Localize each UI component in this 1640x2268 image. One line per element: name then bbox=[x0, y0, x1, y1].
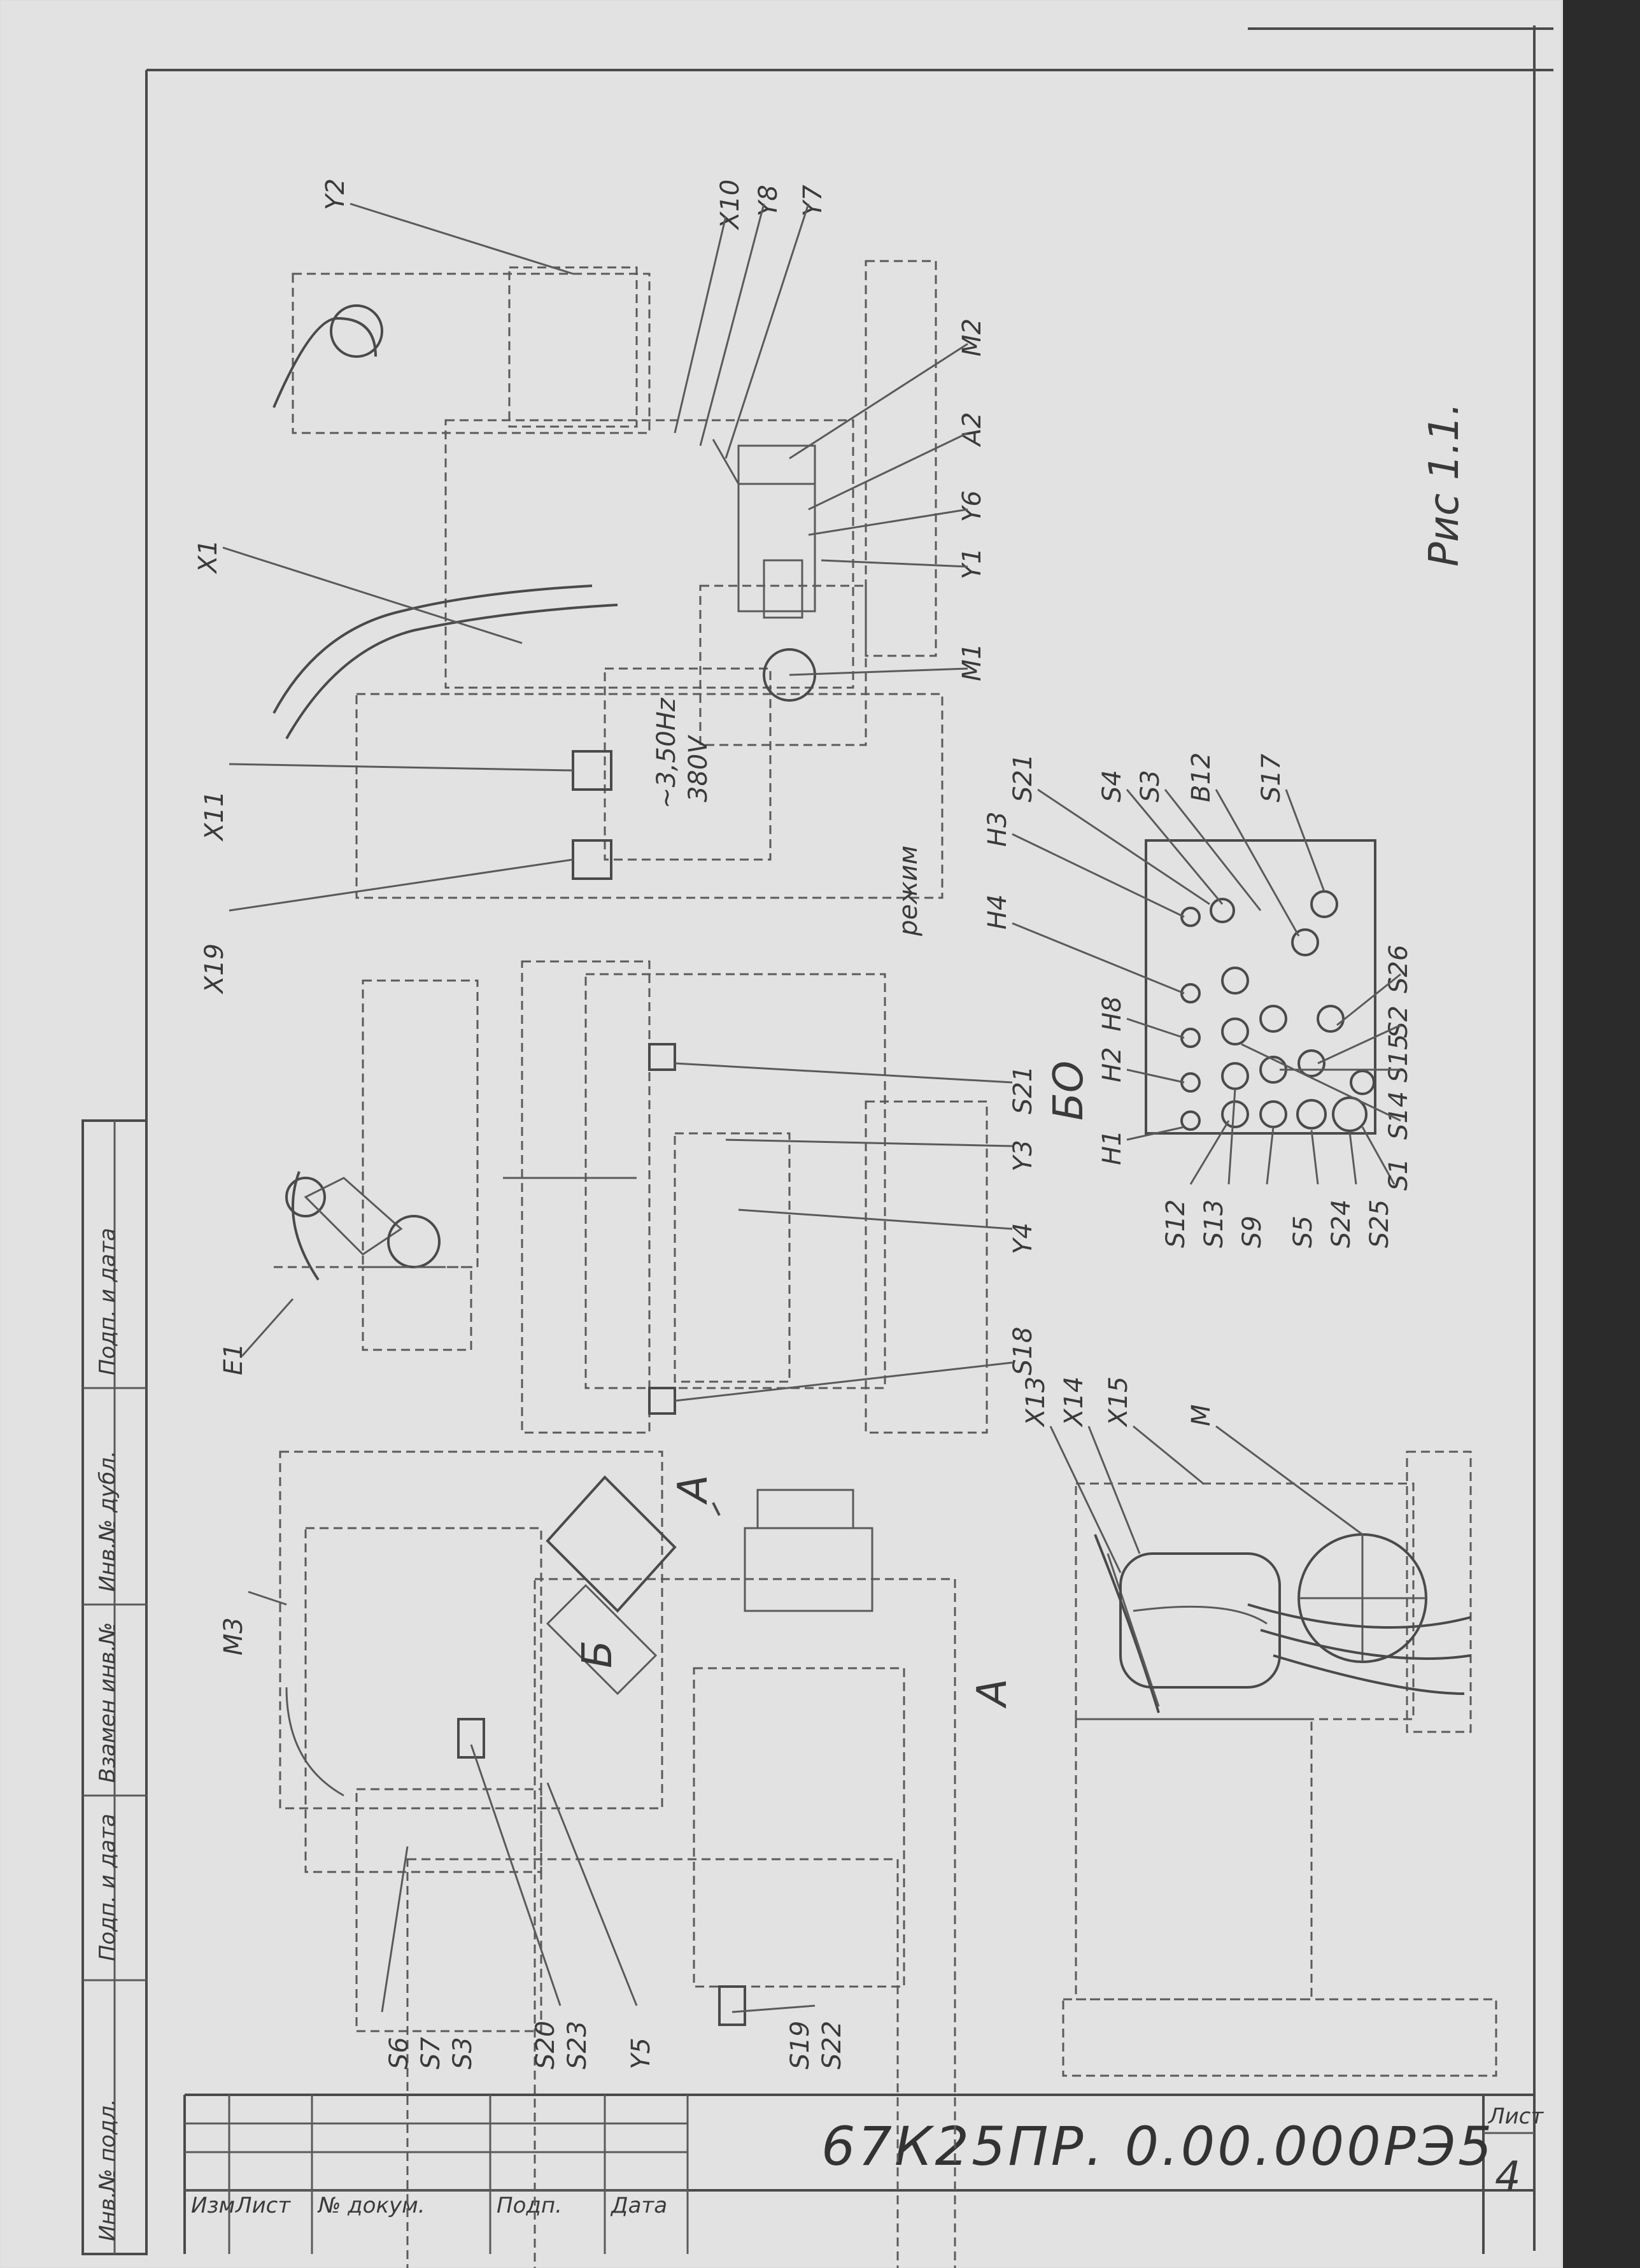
panel-name: БО bbox=[1045, 1061, 1092, 1121]
label-h2: H2 bbox=[1098, 1047, 1127, 1082]
label-h1: H1 bbox=[1098, 1130, 1127, 1165]
label-s1: S1 bbox=[1384, 1158, 1413, 1191]
label-y4: Y4 bbox=[1008, 1223, 1038, 1254]
label-s9: S9 bbox=[1238, 1216, 1267, 1248]
margin-label-1: Инв.№ подл. bbox=[95, 2099, 120, 2241]
label-s3: S3 bbox=[1136, 770, 1165, 802]
label-m3: M3 bbox=[219, 1617, 248, 1655]
label-x14: X14 bbox=[1059, 1377, 1089, 1428]
label-b12: B12 bbox=[1187, 753, 1216, 802]
label-h4: H4 bbox=[983, 894, 1012, 930]
scan-edge bbox=[1563, 0, 1640, 2268]
label-s23: S23 bbox=[563, 2021, 592, 2069]
voltage-label-2: 380V bbox=[684, 735, 713, 802]
label-x11: X11 bbox=[200, 791, 229, 842]
title-block: Изм Лист № докум. Подп. Дата 67К25ПР. 0.… bbox=[183, 2094, 1544, 2254]
label-s25: S25 bbox=[1365, 1200, 1394, 1248]
label-s3a: S3 bbox=[448, 2037, 477, 2069]
label-e1: E1 bbox=[219, 1343, 248, 1375]
label-x15: X15 bbox=[1104, 1377, 1133, 1428]
margin-label-5: Подп. и дата bbox=[95, 1228, 120, 1375]
label-a2: A2 bbox=[958, 412, 987, 448]
button-s1 bbox=[1350, 1070, 1375, 1095]
label-h8: H8 bbox=[1098, 996, 1127, 1031]
label-s6: S6 bbox=[385, 2037, 414, 2069]
label-s13: S13 bbox=[1199, 1200, 1229, 1248]
indicator-h4 bbox=[1180, 983, 1201, 1003]
label-m1: M1 bbox=[958, 643, 987, 681]
margin-label-4: Инв.№ дубл. bbox=[95, 1450, 120, 1592]
sheet-number: 4 bbox=[1495, 2153, 1521, 2201]
button-s14 bbox=[1221, 1017, 1249, 1045]
label-h3: H3 bbox=[983, 811, 1012, 847]
indicator-h3 bbox=[1180, 907, 1201, 927]
label-x10: X10 bbox=[716, 180, 745, 230]
label-s12: S12 bbox=[1161, 1200, 1191, 1248]
label-s18: S18 bbox=[1008, 1327, 1038, 1375]
label-s21a: S21 bbox=[1008, 1066, 1038, 1114]
margin-label-3: Взамен инв.№ bbox=[95, 1622, 120, 1783]
label-y5: Y5 bbox=[626, 2038, 656, 2069]
label-s5: S5 bbox=[1289, 1216, 1318, 1248]
label-x1: X1 bbox=[194, 539, 223, 574]
control-panel-bo: БО режим H1 H2 H8 H4 H3 bbox=[894, 753, 1413, 1248]
label-s26: S26 bbox=[1384, 945, 1413, 993]
document-code: 67К25ПР. 0.00.000РЭ5 bbox=[821, 2115, 1494, 2178]
title-cell-3: № докум. bbox=[317, 2193, 425, 2218]
figure-caption: Рис 1.1. bbox=[1421, 402, 1468, 567]
button-s5 bbox=[1296, 1099, 1327, 1130]
view-a-machine: А Б А M3 S6 S7 S3 S20 S23 Y5 S19 S22 bbox=[219, 1450, 1016, 2268]
label-s20: S20 bbox=[531, 2021, 560, 2069]
margin-label-2: Подп. и дата bbox=[95, 1813, 120, 1961]
view-a-label: А bbox=[969, 1678, 1016, 1709]
label-s21: S21 bbox=[1008, 754, 1038, 802]
label-s4: S4 bbox=[1098, 770, 1127, 802]
view-a-arrow-label: А bbox=[670, 1475, 717, 1505]
label-m: M bbox=[1187, 1404, 1216, 1426]
title-cell-4: Подп. bbox=[497, 2193, 562, 2218]
label-s2: S2 bbox=[1384, 1005, 1413, 1038]
button-s21 bbox=[1221, 967, 1249, 995]
view-b-label: Б bbox=[574, 1640, 621, 1668]
button-s2 bbox=[1297, 1049, 1325, 1077]
left-margin-strip: Инв.№ подл. Подп. и дата Взамен инв.№ Ин… bbox=[81, 1119, 148, 2255]
label-s19: S19 bbox=[786, 2021, 815, 2069]
button-s4 bbox=[1210, 898, 1235, 923]
label-y3: Y3 bbox=[1008, 1140, 1038, 1172]
title-cell-2: Лист bbox=[234, 2193, 291, 2218]
label-s24: S24 bbox=[1327, 1200, 1356, 1248]
label-y7: Y7 bbox=[798, 185, 828, 216]
table-slide: E1 S18 Y4 Y3 S21 bbox=[219, 960, 1038, 1434]
cabinet-view: ~3,50Hz 380V X19 X11 X1 Y2 X10 Y8 Y7 M2 … bbox=[194, 178, 987, 995]
button-s26 bbox=[1317, 1005, 1345, 1033]
title-cell-1: Изм bbox=[191, 2193, 235, 2218]
label-m2: M2 bbox=[958, 318, 987, 357]
label-y8: Y8 bbox=[754, 185, 783, 216]
switch-b12 bbox=[1291, 928, 1319, 956]
title-cell-5: Дата bbox=[610, 2193, 667, 2218]
button-s3 bbox=[1259, 1005, 1287, 1033]
label-s7: S7 bbox=[416, 2037, 446, 2069]
label-y1: Y1 bbox=[958, 548, 987, 579]
indicator-h1 bbox=[1180, 1110, 1201, 1131]
label-s22: S22 bbox=[817, 2021, 847, 2069]
label-s15: S15 bbox=[1384, 1034, 1413, 1082]
label-y2: Y2 bbox=[321, 178, 350, 210]
button-s24 bbox=[1332, 1096, 1368, 1132]
pump-unit: X13 X14 X15 M bbox=[1021, 1377, 1497, 2077]
sheet-label: Лист bbox=[1487, 2104, 1544, 2129]
label-x13: X13 bbox=[1021, 1377, 1050, 1428]
label-s17: S17 bbox=[1257, 753, 1286, 802]
panel-mode: режим bbox=[894, 846, 923, 937]
label-x19: X19 bbox=[200, 944, 229, 995]
voltage-label: ~3,50Hz bbox=[652, 697, 681, 809]
label-y6: Y6 bbox=[958, 490, 987, 522]
